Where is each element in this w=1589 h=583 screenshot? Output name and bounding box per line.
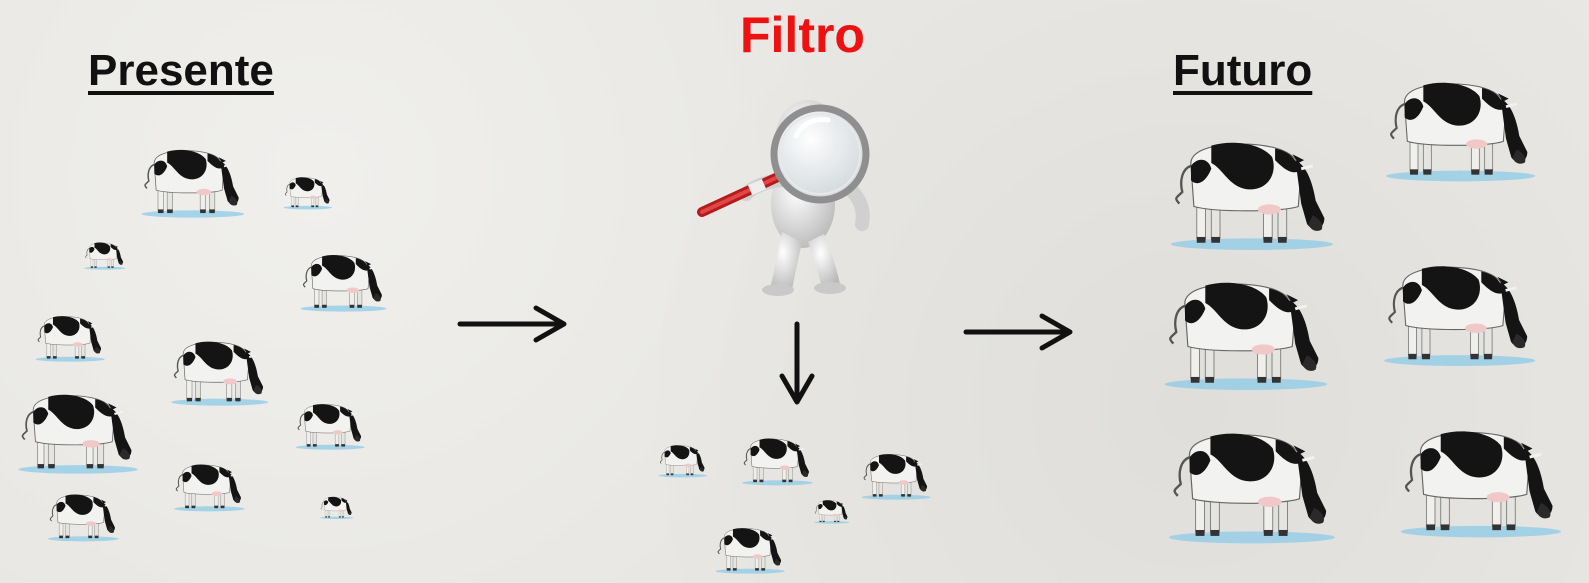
filter-heading: Filtro bbox=[740, 6, 865, 64]
future-herd-cow-icon bbox=[1160, 424, 1338, 544]
future-herd-cow-icon bbox=[1378, 70, 1538, 186]
future-herd-cow-icon bbox=[1160, 134, 1338, 250]
present-herd-cow-icon bbox=[44, 490, 120, 542]
filtered-cow-icon bbox=[812, 498, 850, 524]
future-herd-cow-icon bbox=[1392, 420, 1564, 540]
present-herd-cow-icon bbox=[296, 250, 388, 312]
present-herd-cow-icon bbox=[292, 400, 366, 450]
present-herd-cow-icon bbox=[32, 312, 106, 362]
present-herd-cow-icon bbox=[281, 174, 333, 210]
present-herd-cow-icon bbox=[82, 240, 126, 270]
filtered-cow-icon bbox=[712, 524, 786, 574]
present-herd-cow-icon bbox=[166, 336, 270, 406]
present-herd-cow-icon bbox=[12, 388, 140, 474]
future-heading: Futuro bbox=[1173, 46, 1312, 96]
filtered-cow-icon bbox=[656, 442, 708, 478]
arrow-right-icon bbox=[962, 310, 1078, 354]
present-herd-cow-icon bbox=[170, 460, 246, 512]
present-herd-cow-icon bbox=[136, 144, 246, 218]
present-herd-cow-icon bbox=[318, 494, 354, 520]
filtered-cow-icon bbox=[858, 450, 932, 500]
arrow-down-icon bbox=[776, 320, 818, 408]
filtered-cow-icon bbox=[738, 434, 814, 486]
present-heading: Presente bbox=[88, 46, 274, 96]
future-herd-cow-icon bbox=[1154, 274, 1332, 390]
person-with-magnifying-glass-icon bbox=[696, 92, 886, 296]
future-herd-cow-icon bbox=[1376, 254, 1538, 370]
arrow-right-icon bbox=[456, 302, 572, 346]
